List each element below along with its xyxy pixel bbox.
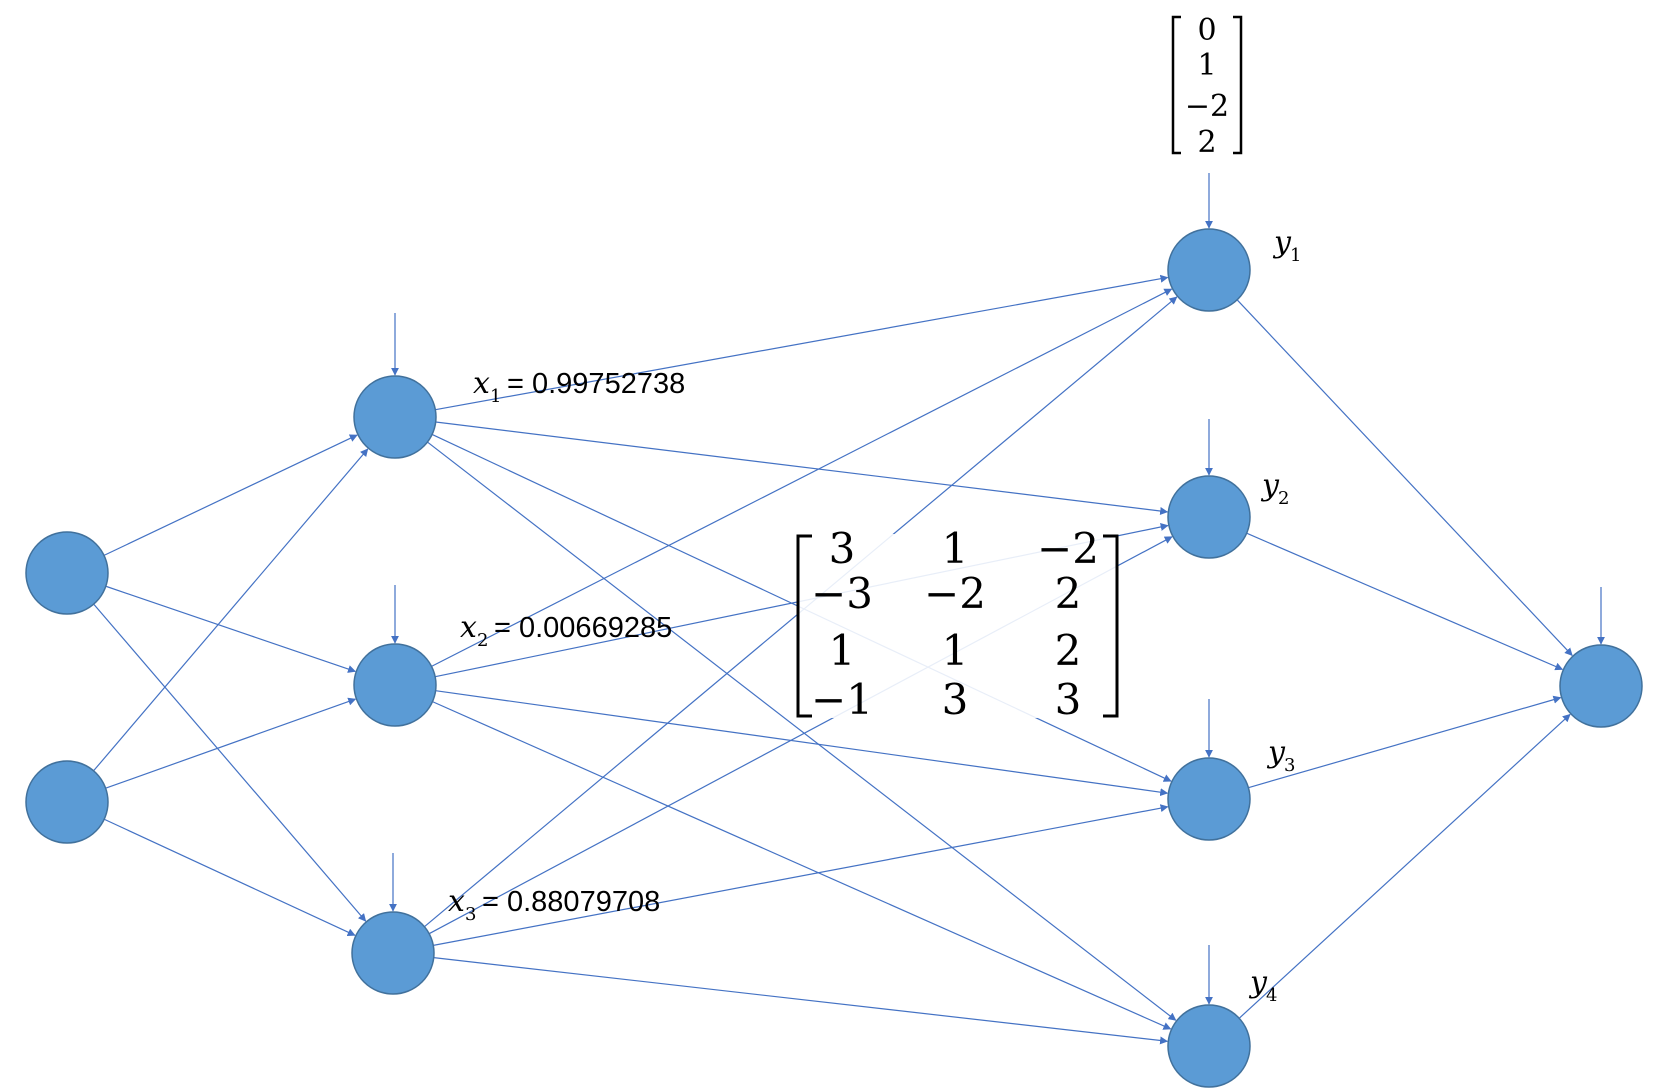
label-y4: y 4 [1248,965,1277,1006]
edge-h2-o1 [431,288,1173,667]
label-x3: x 3 = 0.88079708 [448,884,660,925]
node-h3 [351,911,435,995]
node-o1 [1167,228,1251,312]
edge-o4-out [1238,713,1571,1019]
edge-h3-o3 [433,804,1169,946]
weight-matrix-cell: 1 [942,626,969,675]
bias-vector-entry: −2 [1185,89,1229,124]
label-y2-var: y [1260,468,1280,503]
weight-matrix-left-bracket [796,534,812,718]
bias-vector-entry: 2 [1197,125,1216,160]
label-x2-value: = 0.00669285 [494,612,672,644]
label-x1-value: = 0.99752738 [507,368,685,400]
weight-matrix-cell: 1 [942,524,969,573]
label-y2-sub: 2 [1278,488,1289,509]
bias-vector: 0 1 −2 2 [1171,13,1243,160]
label-y1: y 1 [1272,225,1301,266]
bias-vector-entry: 0 [1197,13,1216,48]
edge-o2-out [1246,532,1564,671]
node-o2 [1167,475,1251,559]
label-x2-var: x [460,610,477,645]
node-in2 [25,760,109,844]
bias-vector-right-bracket [1233,15,1243,155]
label-x2-sub: 2 [477,630,488,651]
weight-matrix-cell: 3 [1055,675,1082,724]
label-y3: y 3 [1266,735,1295,776]
connection-edges [93,274,1573,1045]
weight-matrix-cell: 3 [829,524,856,573]
weight-matrix-cell: 3 [942,675,969,724]
label-x3-var: x [448,884,465,919]
weight-matrix-cell: −1 [811,675,873,724]
edge-in2-h1 [93,448,369,772]
label-y4-sub: 4 [1266,985,1277,1006]
edge-in1-h1 [103,434,358,556]
node-out [1559,644,1643,728]
label-y3-sub: 3 [1284,755,1295,776]
edge-in2-h3 [103,818,356,936]
label-y2: y 2 [1260,468,1289,509]
edge-h3-o4 [433,957,1169,1045]
node-o4 [1167,1004,1251,1088]
weight-matrix-right-bracket [1103,534,1119,718]
label-y4-var: y [1248,965,1268,1000]
label-x1: x 1 = 0.99752738 [473,366,685,407]
bias-arrows [389,173,1605,1005]
node-h1 [353,375,437,459]
node-in1 [25,531,109,615]
label-x1-sub: 1 [490,386,501,407]
edge-h1-o1 [435,274,1169,411]
bias-vector-entry: 1 [1197,48,1216,83]
label-y1-sub: 1 [1290,245,1301,266]
label-x1-var: x [473,366,490,401]
weight-matrix-cell: −2 [1037,524,1099,573]
network-nodes [25,228,1643,1088]
node-h2 [353,643,437,727]
edge-in1-h2 [105,585,357,673]
label-x3-sub: 3 [465,904,476,925]
weight-matrix-cell: 2 [1055,626,1082,675]
weight-matrix-cell: 2 [1055,569,1082,618]
weight-matrix-cell: −2 [924,569,986,618]
edge-h2-o4 [432,701,1172,1030]
edge-in1-h3 [93,603,367,922]
weight-matrix-background [797,534,1117,718]
edge-h2-o3 [435,690,1169,797]
bias-vector-left-bracket [1171,15,1181,155]
label-y3-var: y [1266,735,1286,770]
label-x3-value: = 0.88079708 [482,886,660,918]
label-x2: x 2 = 0.00669285 [460,610,672,651]
weight-matrix-cell: −3 [811,569,873,618]
edge-in2-h2 [105,697,357,789]
edge-h1-o2 [435,421,1169,515]
weight-matrix-cell: 1 [829,626,856,675]
node-o3 [1167,757,1251,841]
label-y1-var: y [1272,225,1292,260]
edge-o3-out [1248,695,1562,789]
edge-o1-out [1236,299,1573,657]
edge-h1-o4 [427,441,1177,1021]
